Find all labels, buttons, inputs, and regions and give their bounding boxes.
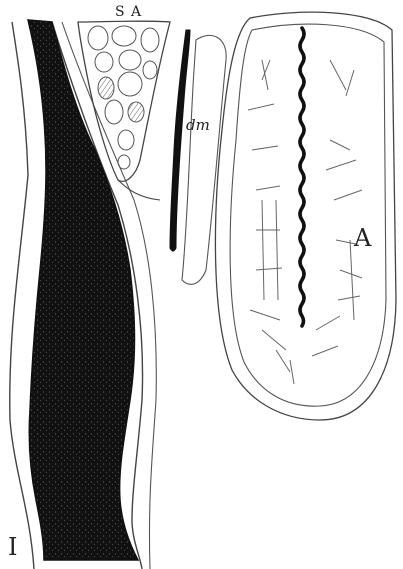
dark-body-i [28,20,138,560]
label-a: A [354,226,371,250]
sa-lower-stalk [118,180,160,200]
a-structure-inner [230,24,386,406]
label-sa: S A [115,5,142,19]
label-dm: dm [186,118,210,133]
left-outer-wall-left [10,22,34,569]
sa-cells [88,26,159,169]
a-central-wavy-line [300,28,304,326]
label-i: I [8,535,17,559]
